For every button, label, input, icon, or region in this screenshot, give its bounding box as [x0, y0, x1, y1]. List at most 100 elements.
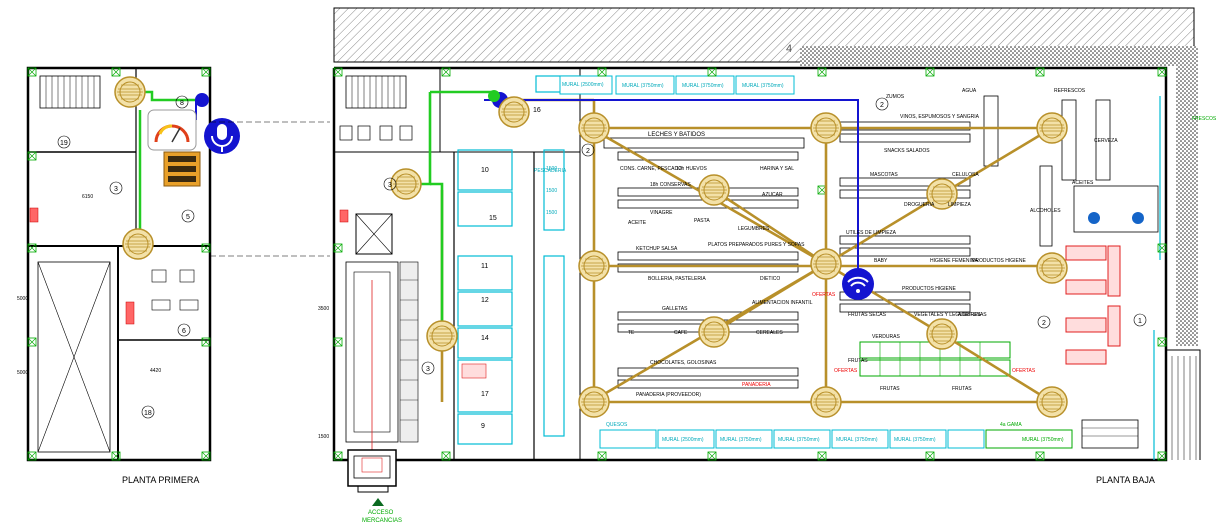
- room-number: 18: [144, 410, 152, 417]
- aisle-label: SNACKS SALADOS: [884, 148, 930, 154]
- aisle-label: CEREALES: [756, 330, 783, 336]
- aisle-label: FRUTAS: [880, 386, 900, 392]
- room-number: 16: [533, 107, 541, 114]
- aisle-label: 18h CONSERVAS: [650, 182, 691, 188]
- aisle-label: ACEITES: [1072, 180, 1094, 186]
- speaker-icon: [498, 96, 530, 128]
- dimension-label: 1500: [318, 434, 329, 440]
- room-number: 3: [426, 366, 430, 373]
- aisle-label: DIETICO: [760, 276, 780, 282]
- aisle-label: VERDURAS: [872, 334, 900, 340]
- aisle-label: LIMPIEZA: [948, 202, 971, 208]
- room-number: 5: [186, 214, 190, 221]
- speaker-icon: [926, 318, 958, 350]
- room-number: 2: [1042, 320, 1046, 327]
- node-icon: [195, 93, 209, 107]
- speaker-icon: [578, 250, 610, 282]
- aisle-label: VINOS, ESPUMOSOS Y SANGRIA: [900, 114, 980, 120]
- section-label: QUESOS: [606, 422, 628, 428]
- outer-wall-top: [800, 46, 1198, 66]
- aisle-label: CHOCOLATES, GOLOSINAS: [650, 360, 717, 366]
- room-number: 15: [489, 215, 497, 222]
- dimension-label: 4420: [150, 368, 161, 374]
- mural-label: MURAL (3750mm): [778, 437, 820, 443]
- speaker-icon: [810, 248, 842, 280]
- aisle-label: PRODUCTOS HIGIENE: [902, 286, 956, 292]
- aisle-label: CERVEZA: [1094, 138, 1118, 144]
- aisle-label: DROGUERIA: [904, 202, 935, 208]
- microphone-icon: [204, 118, 240, 154]
- aisle-label: REFRESCOS: [1054, 88, 1086, 94]
- aisle-label: AGUA: [962, 88, 977, 94]
- room-number: 11: [481, 263, 488, 270]
- side-label: FRUTAS: [848, 358, 868, 364]
- room-number: 9: [481, 423, 485, 430]
- dimension-label: 6150: [82, 194, 93, 200]
- room-number: 6: [182, 328, 186, 335]
- aisle-label: MASCOTAS: [870, 172, 898, 178]
- acceso-label: ACCESO: [368, 510, 394, 516]
- mural-label: MURAL (2500mm): [562, 82, 604, 88]
- dimension-label: 1500: [546, 166, 557, 172]
- mural-label: MURAL (3750mm): [622, 83, 664, 89]
- aisle-label: ACEITE: [628, 220, 647, 226]
- speaker-icon: [1036, 112, 1068, 144]
- speaker-icon: [426, 320, 458, 352]
- speaker-icon: [698, 174, 730, 206]
- aisle-label: PRODUCTOS HIGIENE: [972, 258, 1026, 264]
- mural-label: MURAL (2500mm): [662, 437, 704, 443]
- aisle-label: 12h HUEVOS: [676, 166, 708, 172]
- speaker-icon: [698, 316, 730, 348]
- speaker-icon: [390, 168, 422, 200]
- mural-label: MURAL (3750mm): [720, 437, 762, 443]
- side-label: OFERTAS: [834, 368, 858, 374]
- wifi-icon: [842, 268, 874, 300]
- planta-baja-label: PLANTA BAJA: [1096, 475, 1155, 485]
- mural-label: MURAL (3750mm): [894, 437, 936, 443]
- mural-label: MURAL (3750mm): [682, 83, 724, 89]
- planta-primera: 19 3 5 6 18 8 6150 4420: [26, 66, 330, 462]
- room-number: 17: [481, 391, 489, 398]
- aisle-label: ACEITUNAS: [958, 312, 987, 318]
- aisle-label: AZUCAR: [762, 192, 783, 198]
- aisle-label: PASTA: [694, 218, 710, 224]
- aisle-label: PLATOS PREPARADOS PURES Y SOPAS: [708, 242, 805, 248]
- aisle-label: FRUTAS SECAS: [848, 312, 887, 318]
- aisle-label: BOLLERIA, PASTELERIA: [648, 276, 706, 282]
- aisle-label: BABY: [874, 258, 888, 264]
- speaker-icon: [810, 386, 842, 418]
- room-number: 10: [481, 167, 489, 174]
- aisle-label: TE: [628, 330, 635, 336]
- aisle-label: ALCOHOLES: [1030, 208, 1061, 214]
- dimension-label: 1500: [546, 188, 557, 194]
- aisle-label: HARINA Y SAL: [760, 166, 794, 172]
- room-number: 2: [586, 148, 590, 155]
- outer-wall-right: [1176, 46, 1198, 346]
- aisle-label: CELULOSA: [952, 172, 979, 178]
- room-number: 12: [481, 297, 489, 304]
- room-number: 3: [388, 182, 392, 189]
- planta-primera-label: PLANTA PRIMERA: [122, 475, 199, 485]
- aisle-label: CAFE: [674, 330, 688, 336]
- mural-label: MURAL (3750mm): [1022, 437, 1064, 443]
- dimension-label: 3500: [318, 306, 329, 312]
- aisle-label: CONS. CARNE, PESCADO: [620, 166, 682, 172]
- aisle-label: VEGETALES Y LEGUMBRES: [914, 312, 981, 318]
- gauge-icon: [147, 109, 197, 151]
- speaker-icon: [114, 76, 146, 108]
- dimension-label: 5000: [17, 296, 28, 302]
- speaker-icon: [1036, 252, 1068, 284]
- side-label: PESCADERIA: [534, 168, 567, 174]
- aisle-label: ALIMENTACION INFANTIL: [752, 300, 813, 306]
- room-number: 8: [180, 100, 184, 107]
- aisle-label: HIGIENE FEMENINA: [930, 258, 978, 264]
- aisle-label: LEGUMBRES: [738, 226, 770, 232]
- section-label: 4a GAMA: [1000, 422, 1022, 428]
- aisle-label: VINAGRE: [650, 210, 673, 216]
- dimension-label: 5000: [17, 370, 28, 376]
- amplifier-icon: [163, 151, 201, 187]
- aisle-label: PANADERIA (PROVEEDOR): [636, 392, 701, 398]
- room-number: 19: [60, 140, 68, 147]
- dimension-label: 1500: [546, 210, 557, 216]
